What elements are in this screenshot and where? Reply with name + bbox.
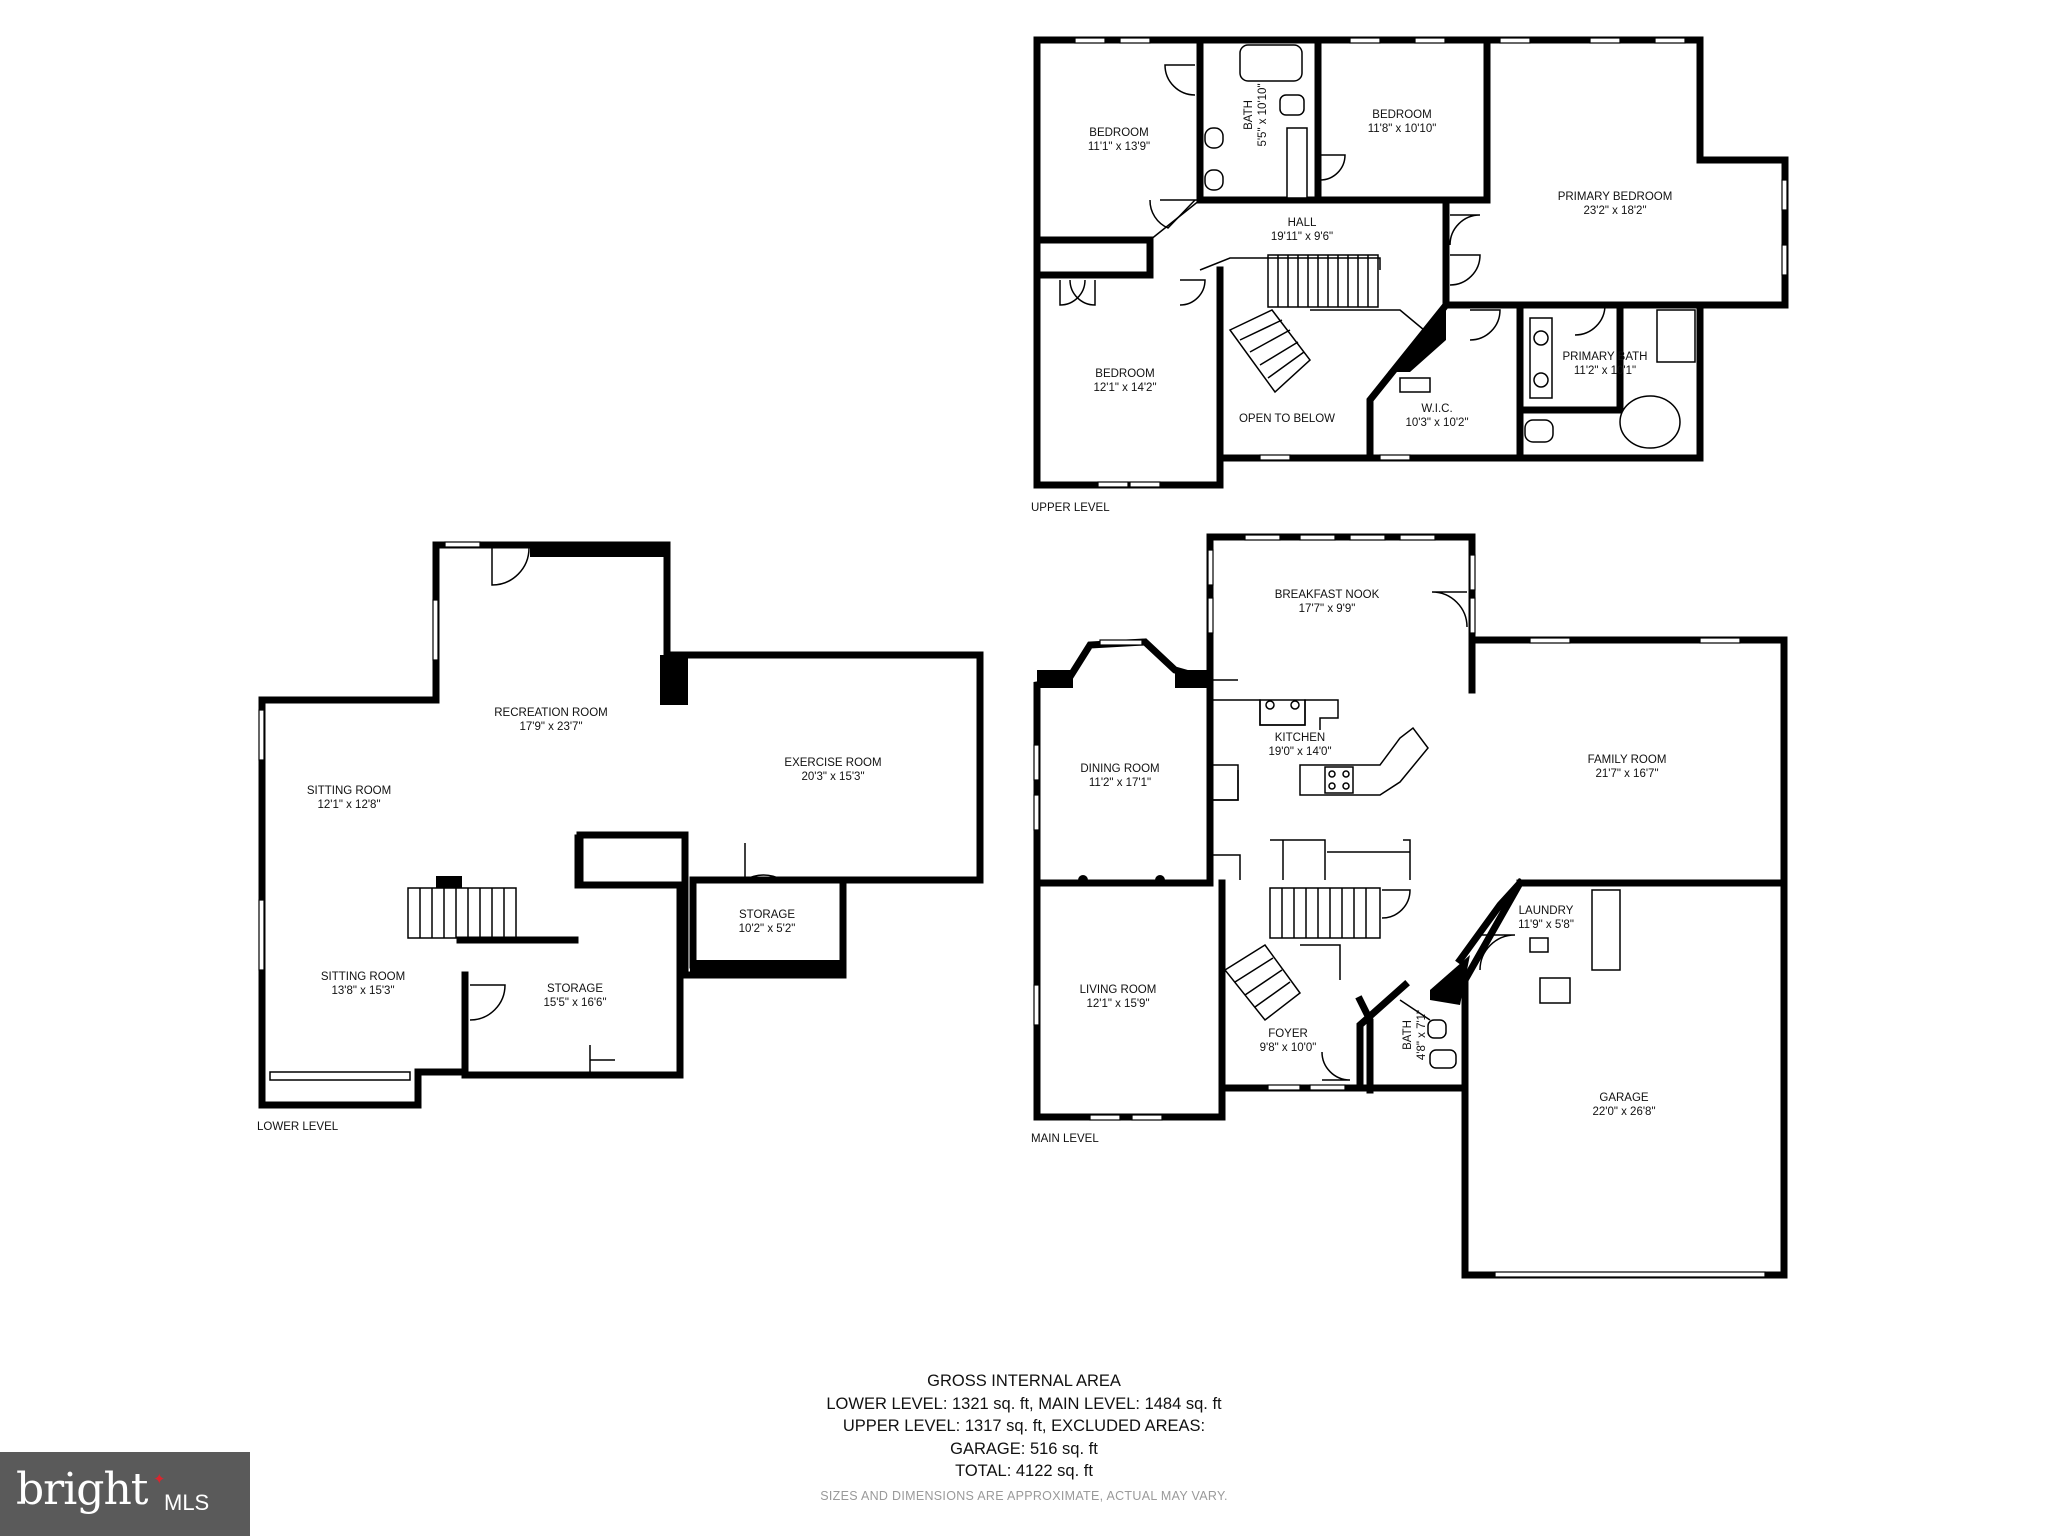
room-name-upper-bath: BATH (1243, 100, 1255, 130)
room-size-primary-bedroom: 23'2" x 18'2" (1583, 205, 1646, 217)
room-name-wic: W.I.C. (1421, 403, 1452, 415)
room-name-sitting-room-1: SITTING ROOM (307, 785, 391, 797)
room-size-upper-bath: 5'5" x 10'10" (1257, 83, 1269, 146)
room-size-upper-bedroom-3: 12'1" x 14'2" (1093, 382, 1156, 394)
room-size-dining-room: 11'2" x 17'1" (1089, 777, 1151, 789)
room-size-exercise-room: 20'3" x 15'3" (801, 771, 864, 783)
room-size-hall: 19'11" x 9'6" (1271, 231, 1333, 243)
upper-level-plan (1033, 36, 1789, 489)
room-size-breakfast-nook: 17'7" x 9'9" (1299, 603, 1356, 615)
room-size-family-room: 21'7" x 16'7" (1595, 768, 1658, 780)
room-name-garage: GARAGE (1599, 1092, 1649, 1104)
room-size-recreation-room: 17'9" x 23'7" (519, 721, 582, 733)
room-name-kitchen: KITCHEN (1275, 732, 1325, 744)
room-size-primary-bath: 11'2" x 10'1" (1574, 365, 1636, 377)
room-size-foyer: 9'8" x 10'0" (1260, 1042, 1317, 1054)
room-name-storage-1: STORAGE (739, 909, 795, 921)
room-name-primary-bath: PRIMARY BATH (1563, 351, 1648, 363)
room-name-open-to-below: OPEN TO BELOW (1239, 413, 1335, 425)
room-name-breakfast-nook: BREAKFAST NOOK (1275, 589, 1380, 601)
level-label-main: MAIN LEVEL (1031, 1133, 1099, 1145)
lower-level-plan (258, 541, 984, 1109)
room-name-living-room: LIVING ROOM (1080, 984, 1157, 996)
room-name-family-room: FAMILY ROOM (1588, 754, 1667, 766)
room-size-garage: 22'0" x 26'8" (1592, 1106, 1655, 1118)
area-title: GROSS INTERNAL AREA (927, 1372, 1121, 1390)
brand-suffix: MLS (164, 1490, 210, 1515)
bright-mls-logo: bright ✦ MLS (0, 1452, 250, 1536)
room-size-upper-bedroom-2: 11'8" x 10'10" (1368, 123, 1437, 135)
area-line-2: UPPER LEVEL: 1317 sq. ft, EXCLUDED AREAS… (842, 1417, 1206, 1435)
room-name-recreation-room: RECREATION ROOM (494, 707, 608, 719)
room-name-storage-2: STORAGE (547, 983, 603, 995)
room-name-exercise-room: EXERCISE ROOM (784, 757, 881, 769)
room-name-dining-room: DINING ROOM (1080, 763, 1159, 775)
area-line-1: LOWER LEVEL: 1321 sq. ft, MAIN LEVEL: 14… (826, 1394, 1222, 1413)
room-size-sitting-room-1: 12'1" x 12'8" (317, 799, 380, 811)
room-size-kitchen: 19'0" x 14'0" (1268, 746, 1331, 758)
room-name-main-bath: BATH (1402, 1020, 1414, 1050)
brand-name: bright (16, 1464, 148, 1515)
gross-internal-area: GROSS INTERNAL AREA LOWER LEVEL: 1321 sq… (724, 1370, 1324, 1507)
level-label-lower: LOWER LEVEL (257, 1121, 339, 1133)
room-name-sitting-room-2: SITTING ROOM (321, 971, 405, 983)
room-name-upper-bedroom-2: BEDROOM (1372, 109, 1431, 121)
room-size-wic: 10'3" x 10'2" (1405, 417, 1468, 429)
room-size-storage-1: 10'2" x 5'2" (739, 923, 796, 935)
room-size-main-bath: 4'8" x 7'1" (1416, 1010, 1428, 1060)
room-size-living-room: 12'1" x 15'9" (1086, 998, 1149, 1010)
room-size-upper-bedroom-1: 11'1" x 13'9" (1088, 141, 1150, 153)
room-name-upper-bedroom-3: BEDROOM (1095, 368, 1154, 380)
star-icon: ✦ (153, 1471, 166, 1488)
room-size-sitting-room-2: 13'8" x 15'3" (331, 985, 394, 997)
room-name-laundry: LAUNDRY (1519, 905, 1574, 917)
room-size-laundry: 11'9" x 5'8" (1518, 919, 1574, 931)
area-disclaimer: SIZES AND DIMENSIONS ARE APPROXIMATE, AC… (820, 1488, 1228, 1503)
room-name-primary-bedroom: PRIMARY BEDROOM (1558, 191, 1673, 203)
area-line-3: GARAGE: 516 sq. ft (950, 1439, 1098, 1458)
room-size-storage-2: 15'5" x 16'6" (543, 997, 606, 1009)
room-name-foyer: FOYER (1268, 1028, 1308, 1040)
room-name-hall: HALL (1288, 217, 1317, 229)
room-name-upper-bedroom-1: BEDROOM (1089, 127, 1148, 139)
main-level-plan (1033, 533, 1788, 1279)
area-line-4: TOTAL: 4122 sq. ft (955, 1462, 1093, 1480)
level-label-upper: UPPER LEVEL (1031, 502, 1110, 514)
